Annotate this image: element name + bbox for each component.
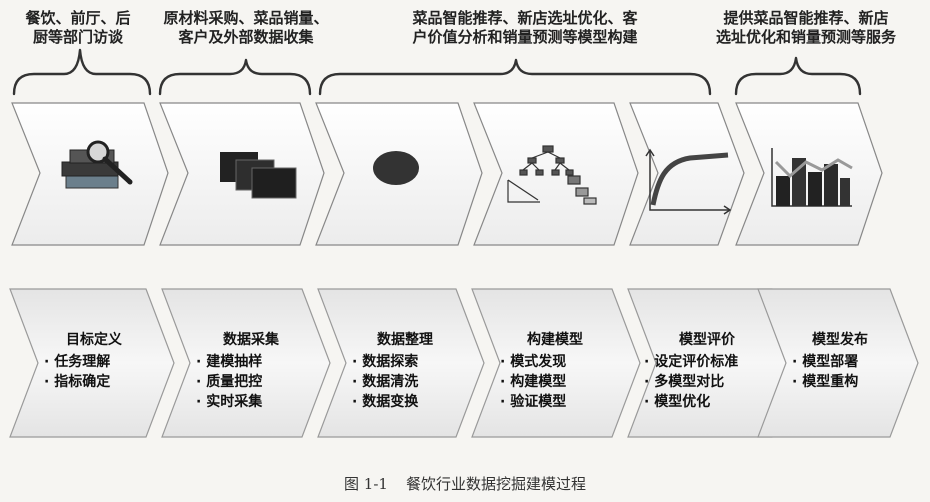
stage-item: 多模型对比 [644,372,770,392]
stage-6: 模型发布 模型部署 模型重构 [792,330,888,392]
figure-caption: 图 1-1 餐饮行业数据挖掘建模过程 [0,473,930,494]
top-chevron-5 [629,102,745,246]
stage-item: 任务理解 [44,352,144,372]
top-label-4: 提供菜品智能推荐、新店选址优化和销量预测等服务 [715,9,896,46]
figure-title: 餐饮行业数据挖掘建模过程 [405,475,586,493]
stage-title: 模型评价 [679,332,735,348]
top-label-2: 原材料采购、菜品销量、客户及外部数据收集 [163,9,329,46]
stage-3: 数据整理 数据探索 数据清洗 数据变换 [352,330,458,412]
stage-item: 构建模型 [500,372,610,392]
stage-item: 数据探索 [352,352,458,372]
bar-line-chart-icon [771,148,853,207]
stage-item: 建模抽样 [196,352,306,372]
stage-item: 数据清洗 [352,372,458,392]
documents-stack-icon [220,152,297,199]
top-label-1: 餐饮、前厅、后厨等部门访谈 [25,9,131,46]
brace-2 [158,58,312,96]
tree-model-icon [507,145,597,205]
figure-number: 图 1-1 [344,475,388,493]
stage-item: 模型重构 [792,372,888,392]
data-blob-icon [373,151,419,185]
top-label-3: 菜品智能推荐、新店选址优化、客户价值分析和销量预测等模型构建 [412,9,638,46]
books-magnifier-icon [61,140,133,189]
stage-item: 实时采集 [196,392,306,412]
stage-item: 验证模型 [500,392,610,412]
stage-item: 模式发现 [500,352,610,372]
growth-curve-icon [645,148,732,215]
stage-item: 模型部署 [792,352,888,372]
stage-title: 数据整理 [377,332,433,348]
brace-1 [12,48,152,96]
stage-item: 指标确定 [44,372,144,392]
stage-item: 数据变换 [352,392,458,412]
stage-title: 构建模型 [527,332,583,348]
stage-item: 模型优化 [644,392,770,412]
stage-1: 目标定义 任务理解 指标确定 [44,330,144,392]
stage-2: 数据采集 建模抽样 质量把控 实时采集 [196,330,306,412]
stage-4: 构建模型 模式发现 构建模型 验证模型 [500,330,610,412]
stage-title: 模型发布 [812,332,868,348]
stage-item: 质量把控 [196,372,306,392]
brace-4 [734,56,862,96]
stage-title: 数据采集 [223,332,279,348]
stage-5: 模型评价 设定评价标准 多模型对比 模型优化 [644,330,770,412]
brace-3 [318,58,712,96]
stage-item: 设定评价标准 [644,352,770,372]
stage-title: 目标定义 [66,332,122,348]
